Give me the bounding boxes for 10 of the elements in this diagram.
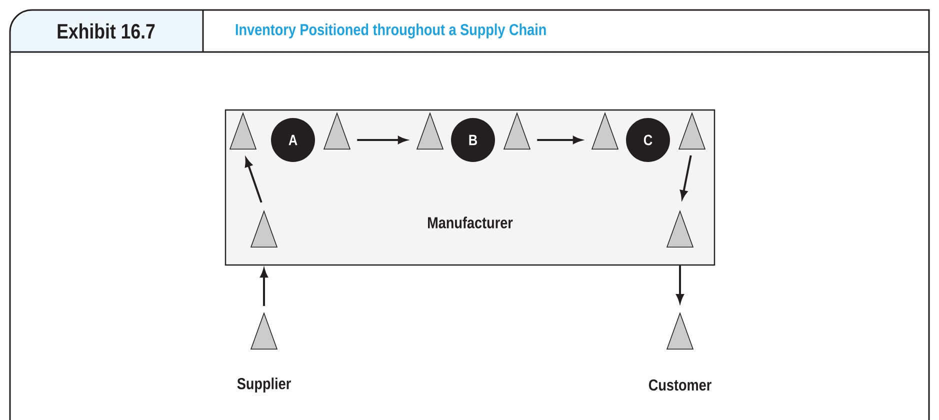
exhibit-number: Exhibit 16.7 <box>58 23 155 39</box>
arrow <box>680 155 692 200</box>
stage-label: Customer <box>648 379 712 391</box>
arrow <box>537 136 582 144</box>
arrow <box>676 266 684 303</box>
title: Inventory Positioned throughout a Supply Chain <box>236 24 546 38</box>
arrow <box>244 158 262 203</box>
arrow <box>260 268 268 306</box>
stage-label: Supplier <box>237 378 291 392</box>
arrow <box>357 136 407 144</box>
